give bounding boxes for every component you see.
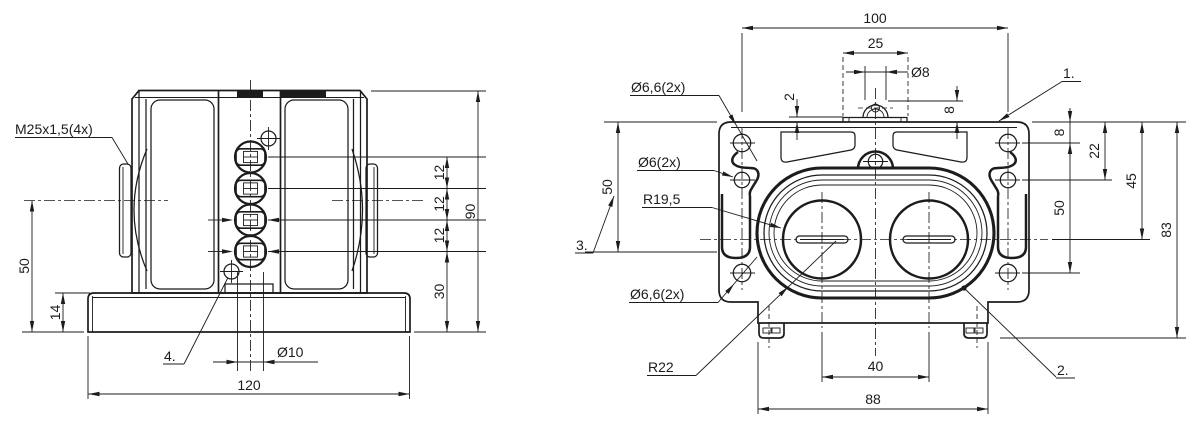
dim-50-left-label: 50	[599, 179, 615, 195]
note-1-label: 1.	[1063, 65, 1075, 81]
dim-40-label: 40	[868, 358, 884, 374]
dia-8-label: Ø8	[911, 64, 930, 80]
dim-14-label: 14	[47, 305, 63, 321]
dim-45-label: 45	[1123, 173, 1139, 189]
gasket-section-right	[281, 90, 326, 97]
side-view-geometry	[24, 80, 424, 372]
dim-12-label-2: 12	[431, 196, 447, 212]
feet	[758, 306, 988, 348]
top-recess-left	[780, 131, 856, 163]
note-4-label: 4.	[164, 348, 176, 364]
top-recess-right	[892, 131, 968, 163]
dim-88-label: 88	[865, 391, 881, 407]
dim-12-label-1: 12	[431, 165, 447, 181]
dia-66-top-label: Ø6,6(2x)	[631, 79, 685, 95]
front-view-dimensions: 100 25 Ø8 2 8 1.	[575, 10, 1186, 414]
thread-callout-label: M25x1,5(4x)	[15, 121, 93, 137]
gasket-section-left	[237, 90, 263, 97]
front-view: 100 25 Ø8 2 8 1.	[575, 10, 1186, 414]
mounting-holes	[730, 128, 1020, 290]
radius-195-label: R19,5	[643, 191, 681, 207]
terminal-screws	[233, 140, 268, 269]
dim-30-label: 30	[431, 284, 447, 300]
dim-100-label: 100	[863, 10, 887, 26]
dim-2-label: 2	[781, 93, 797, 101]
dim-120-label: 120	[237, 377, 261, 393]
side-grooves	[720, 150, 1028, 260]
dim-50-right-label: 50	[1051, 200, 1067, 216]
note-3-label: 3.	[576, 237, 588, 253]
radius-22-label: R22	[648, 359, 674, 375]
gland-boss-left	[118, 148, 148, 272]
note-2-label: 2.	[1057, 362, 1069, 378]
front-view-geometry	[700, 88, 1048, 356]
dim-8-right-label: 8	[1051, 128, 1067, 136]
top-lug	[842, 103, 908, 122]
dia-66-bottom-label: Ø6,6(2x)	[630, 286, 684, 302]
side-view-dimensions: 50 14 120 Ø10 4. M25x1,5(4x)	[15, 90, 486, 399]
dim-50-label: 50	[16, 258, 32, 274]
dia-10-label: Ø10	[277, 344, 304, 360]
dim-25-label: 25	[868, 35, 884, 51]
dia-6-label: Ø6(2x)	[638, 154, 681, 170]
dim-22-label: 22	[1086, 143, 1102, 159]
mounting-base	[87, 292, 411, 333]
pilot-hole-markers	[220, 127, 280, 283]
dim-8-top-label: 8	[941, 106, 957, 114]
dim-12-label-3: 12	[431, 228, 447, 244]
gland-boss-right	[351, 148, 379, 272]
side-view: 50 14 120 Ø10 4. M25x1,5(4x)	[15, 80, 486, 399]
dim-90-label: 90	[462, 204, 478, 220]
dim-83-label: 83	[1158, 222, 1174, 238]
